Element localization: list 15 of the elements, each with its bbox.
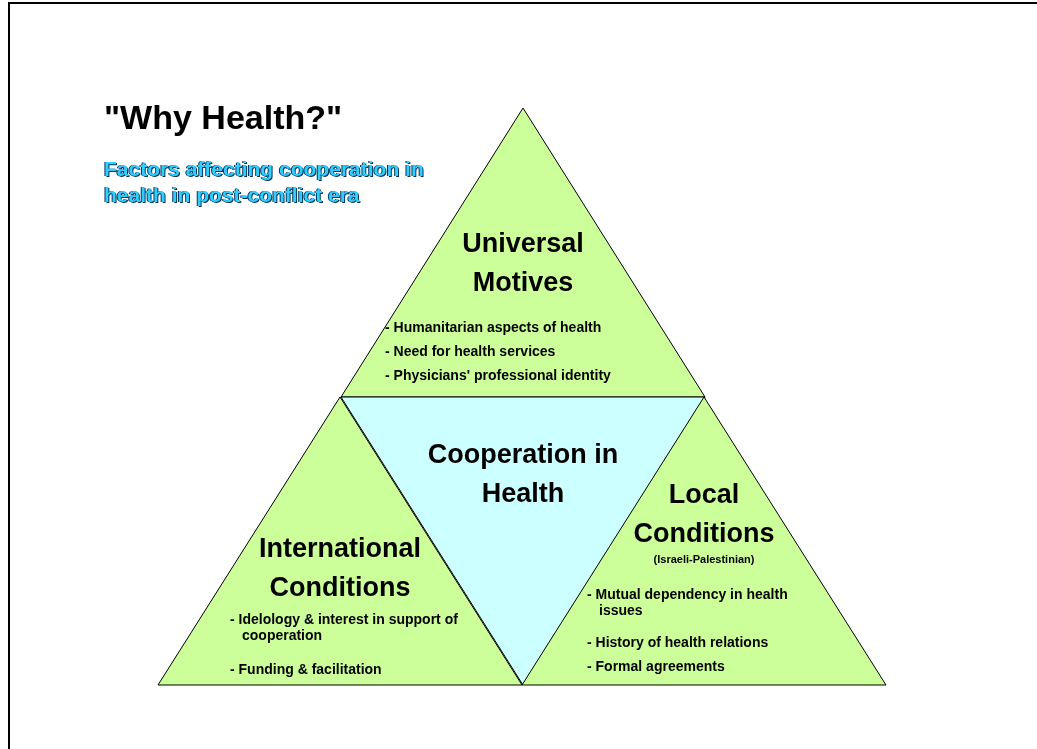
bullet-item: - Physicians' professional identity: [385, 367, 612, 384]
triangle-heading: Cooperation in Health: [426, 438, 620, 511]
bullet-item: - Mutual dependency in health issues: [587, 586, 789, 619]
note-text: (Israeli-Palestinian): [652, 553, 756, 566]
subtitle: Factors affecting cooperation in health in post-conflict era: [104, 156, 425, 209]
bullet-item: - Idelology & interest in support of cooperation: [230, 611, 459, 644]
bullet-item: - Formal agreements: [587, 658, 726, 675]
bullet-item: - Funding & facilitation: [230, 661, 383, 678]
triangle-heading: Universal Motives: [461, 227, 585, 300]
bullet-item: - Need for health services: [385, 343, 557, 360]
triangle-heading: International Conditions: [258, 532, 422, 605]
title: "Why Health?": [104, 98, 343, 137]
bullet-item: - Humanitarian aspects of health: [385, 319, 603, 336]
bullet-item: - History of health relations: [587, 634, 770, 651]
triangle-heading: Local Conditions: [632, 478, 776, 551]
